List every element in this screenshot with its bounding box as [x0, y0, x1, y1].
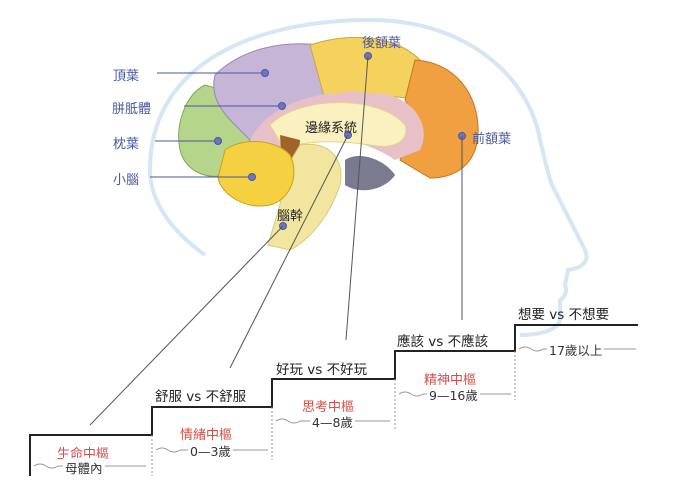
- step-3-age: 4—8歲: [310, 412, 355, 431]
- label-cerebellum: 小腦: [113, 173, 140, 188]
- step-3-top: 好玩 vs 不好玩: [276, 362, 368, 378]
- connector-lines: [89, 55, 463, 426]
- label-frontal-posterior: 後額葉: [362, 36, 402, 51]
- temporal-region: [345, 155, 395, 191]
- label-brainstem: 腦幹: [277, 209, 304, 224]
- cerebellum: [217, 141, 295, 207]
- step-2-top: 舒服 vs 不舒服: [155, 389, 247, 405]
- limbic-system: [269, 102, 407, 151]
- label-parietal: 頂葉: [113, 69, 140, 84]
- step-5-top: 想要 vs 不想要: [518, 307, 610, 323]
- step-5-age: 17歲以上: [547, 340, 605, 359]
- label-occipital: 枕葉: [113, 137, 140, 152]
- step-dividers: [151, 351, 516, 476]
- head-outline: [148, 17, 589, 337]
- step-2-center: 情緒中樞: [180, 428, 233, 443]
- step-3-center: 思考中樞: [302, 400, 355, 415]
- step-4-center: 精神中樞: [424, 373, 477, 388]
- step-4-age: 9—16歲: [427, 385, 480, 404]
- label-prefrontal: 前額葉: [472, 132, 512, 147]
- step-2-age: 0—3歲: [188, 441, 233, 460]
- step-1-age: 母體內: [63, 458, 105, 477]
- age-arrows: [33, 346, 636, 469]
- head-outline-back: [148, 169, 207, 257]
- step-4-top: 應該 vs 不應該: [397, 334, 489, 350]
- staircase: [29, 324, 638, 476]
- label-limbic: 邊緣系統: [305, 121, 358, 136]
- label-corpus-callosum: 胼胝體: [112, 102, 152, 117]
